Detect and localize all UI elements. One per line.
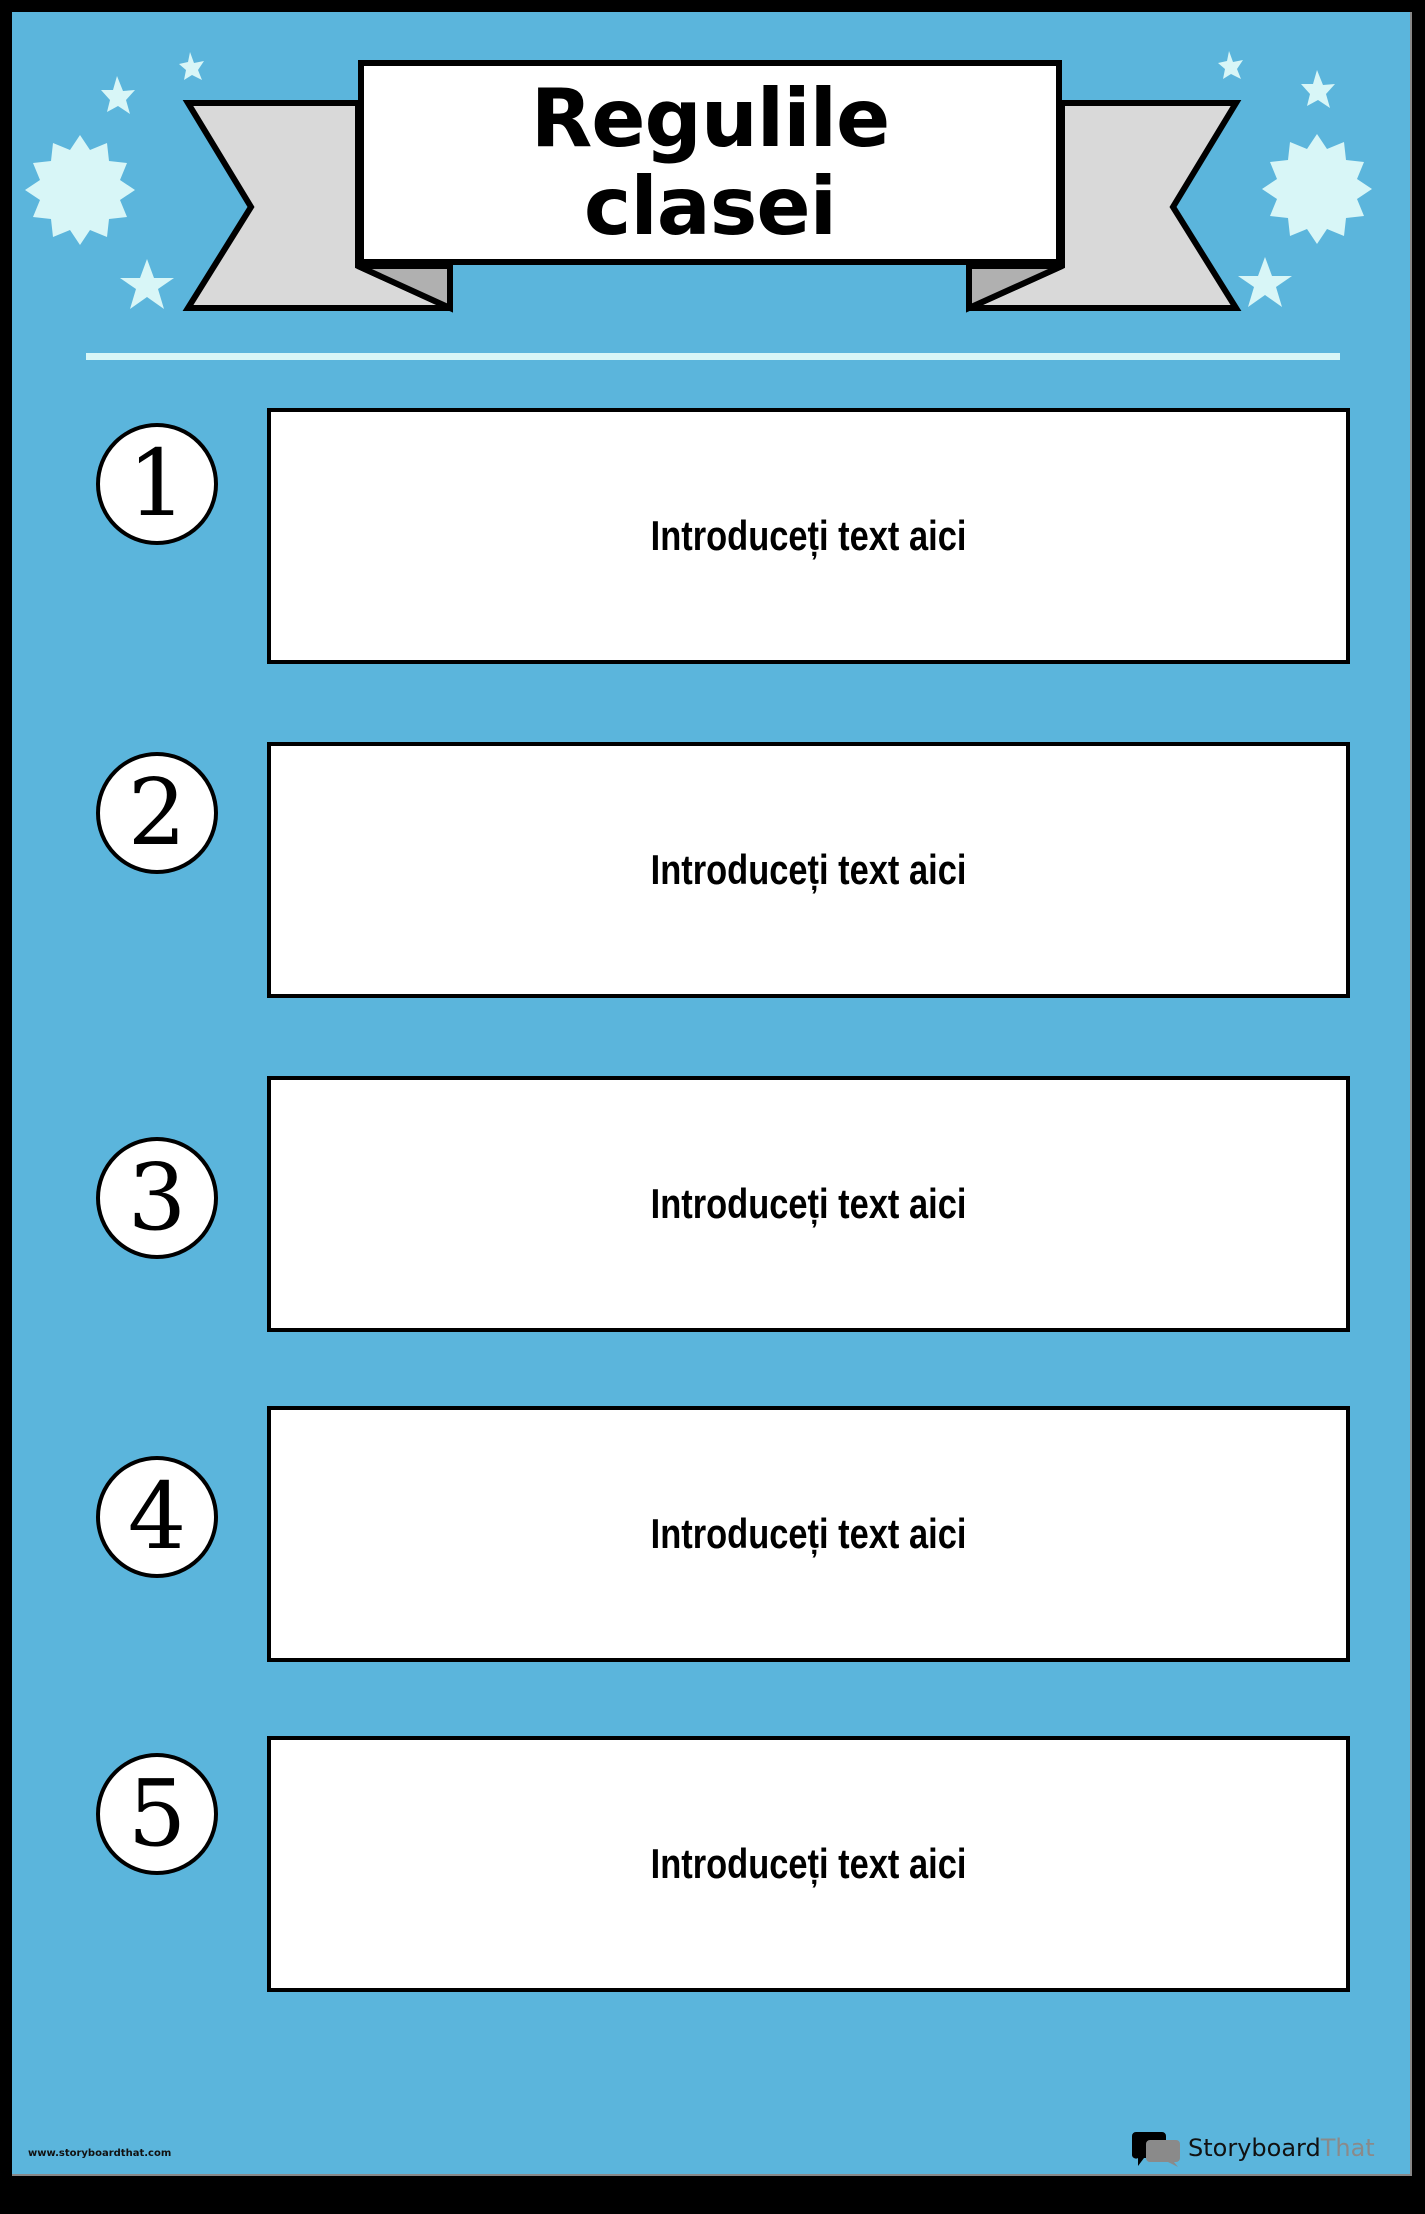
divider [86, 353, 1340, 360]
title-line-2: clasei [583, 159, 837, 253]
rule-text-5[interactable]: Introduceți text aici [650, 1840, 967, 1887]
rule-number-4: 4 [96, 1456, 218, 1578]
speech-bubbles-icon [1132, 2132, 1180, 2167]
rule-text-1[interactable]: Introduceți text aici [650, 512, 967, 559]
logo-text: StoryboardThat [1188, 2134, 1375, 2162]
ribbon-right [966, 100, 1242, 313]
rule-box-4[interactable]: Introduceți text aici [267, 1406, 1350, 1662]
poster: Regulile clasei 1 Introduceți text aici … [12, 12, 1412, 2176]
starburst-icon-left [25, 135, 135, 245]
rule-box-3[interactable]: Introduceți text aici [267, 1076, 1350, 1332]
rule-text-2[interactable]: Introduceți text aici [650, 846, 967, 893]
rule-box-5[interactable]: Introduceți text aici [267, 1736, 1350, 1992]
rule-text-3[interactable]: Introduceți text aici [650, 1180, 967, 1227]
page-title: Regulile clasei [530, 71, 891, 253]
logo-text-storyboard: Storyboard [1188, 2134, 1321, 2162]
rule-number-1: 1 [96, 423, 218, 545]
star-icon-group-left [101, 52, 204, 309]
rule-text-4[interactable]: Introduceți text aici [650, 1510, 967, 1557]
banner-decorations [25, 51, 1372, 313]
footer-url: www.storyboardthat.com [28, 2148, 172, 2159]
star-icon-group-right [1218, 51, 1335, 307]
rule-box-1[interactable]: Introduceți text aici [267, 408, 1350, 664]
rule-box-2[interactable]: Introduceți text aici [267, 742, 1350, 998]
title-line-1: Regulile [530, 71, 891, 165]
title-banner: Regulile clasei [358, 60, 1062, 265]
rule-number-2: 2 [96, 752, 218, 874]
starburst-icon-right [1262, 134, 1372, 244]
rule-number-3: 3 [96, 1137, 218, 1259]
logo-text-that: That [1320, 2134, 1375, 2162]
rule-number-5: 5 [96, 1753, 218, 1875]
storyboardthat-logo: StoryboardThat [1132, 2128, 1375, 2168]
